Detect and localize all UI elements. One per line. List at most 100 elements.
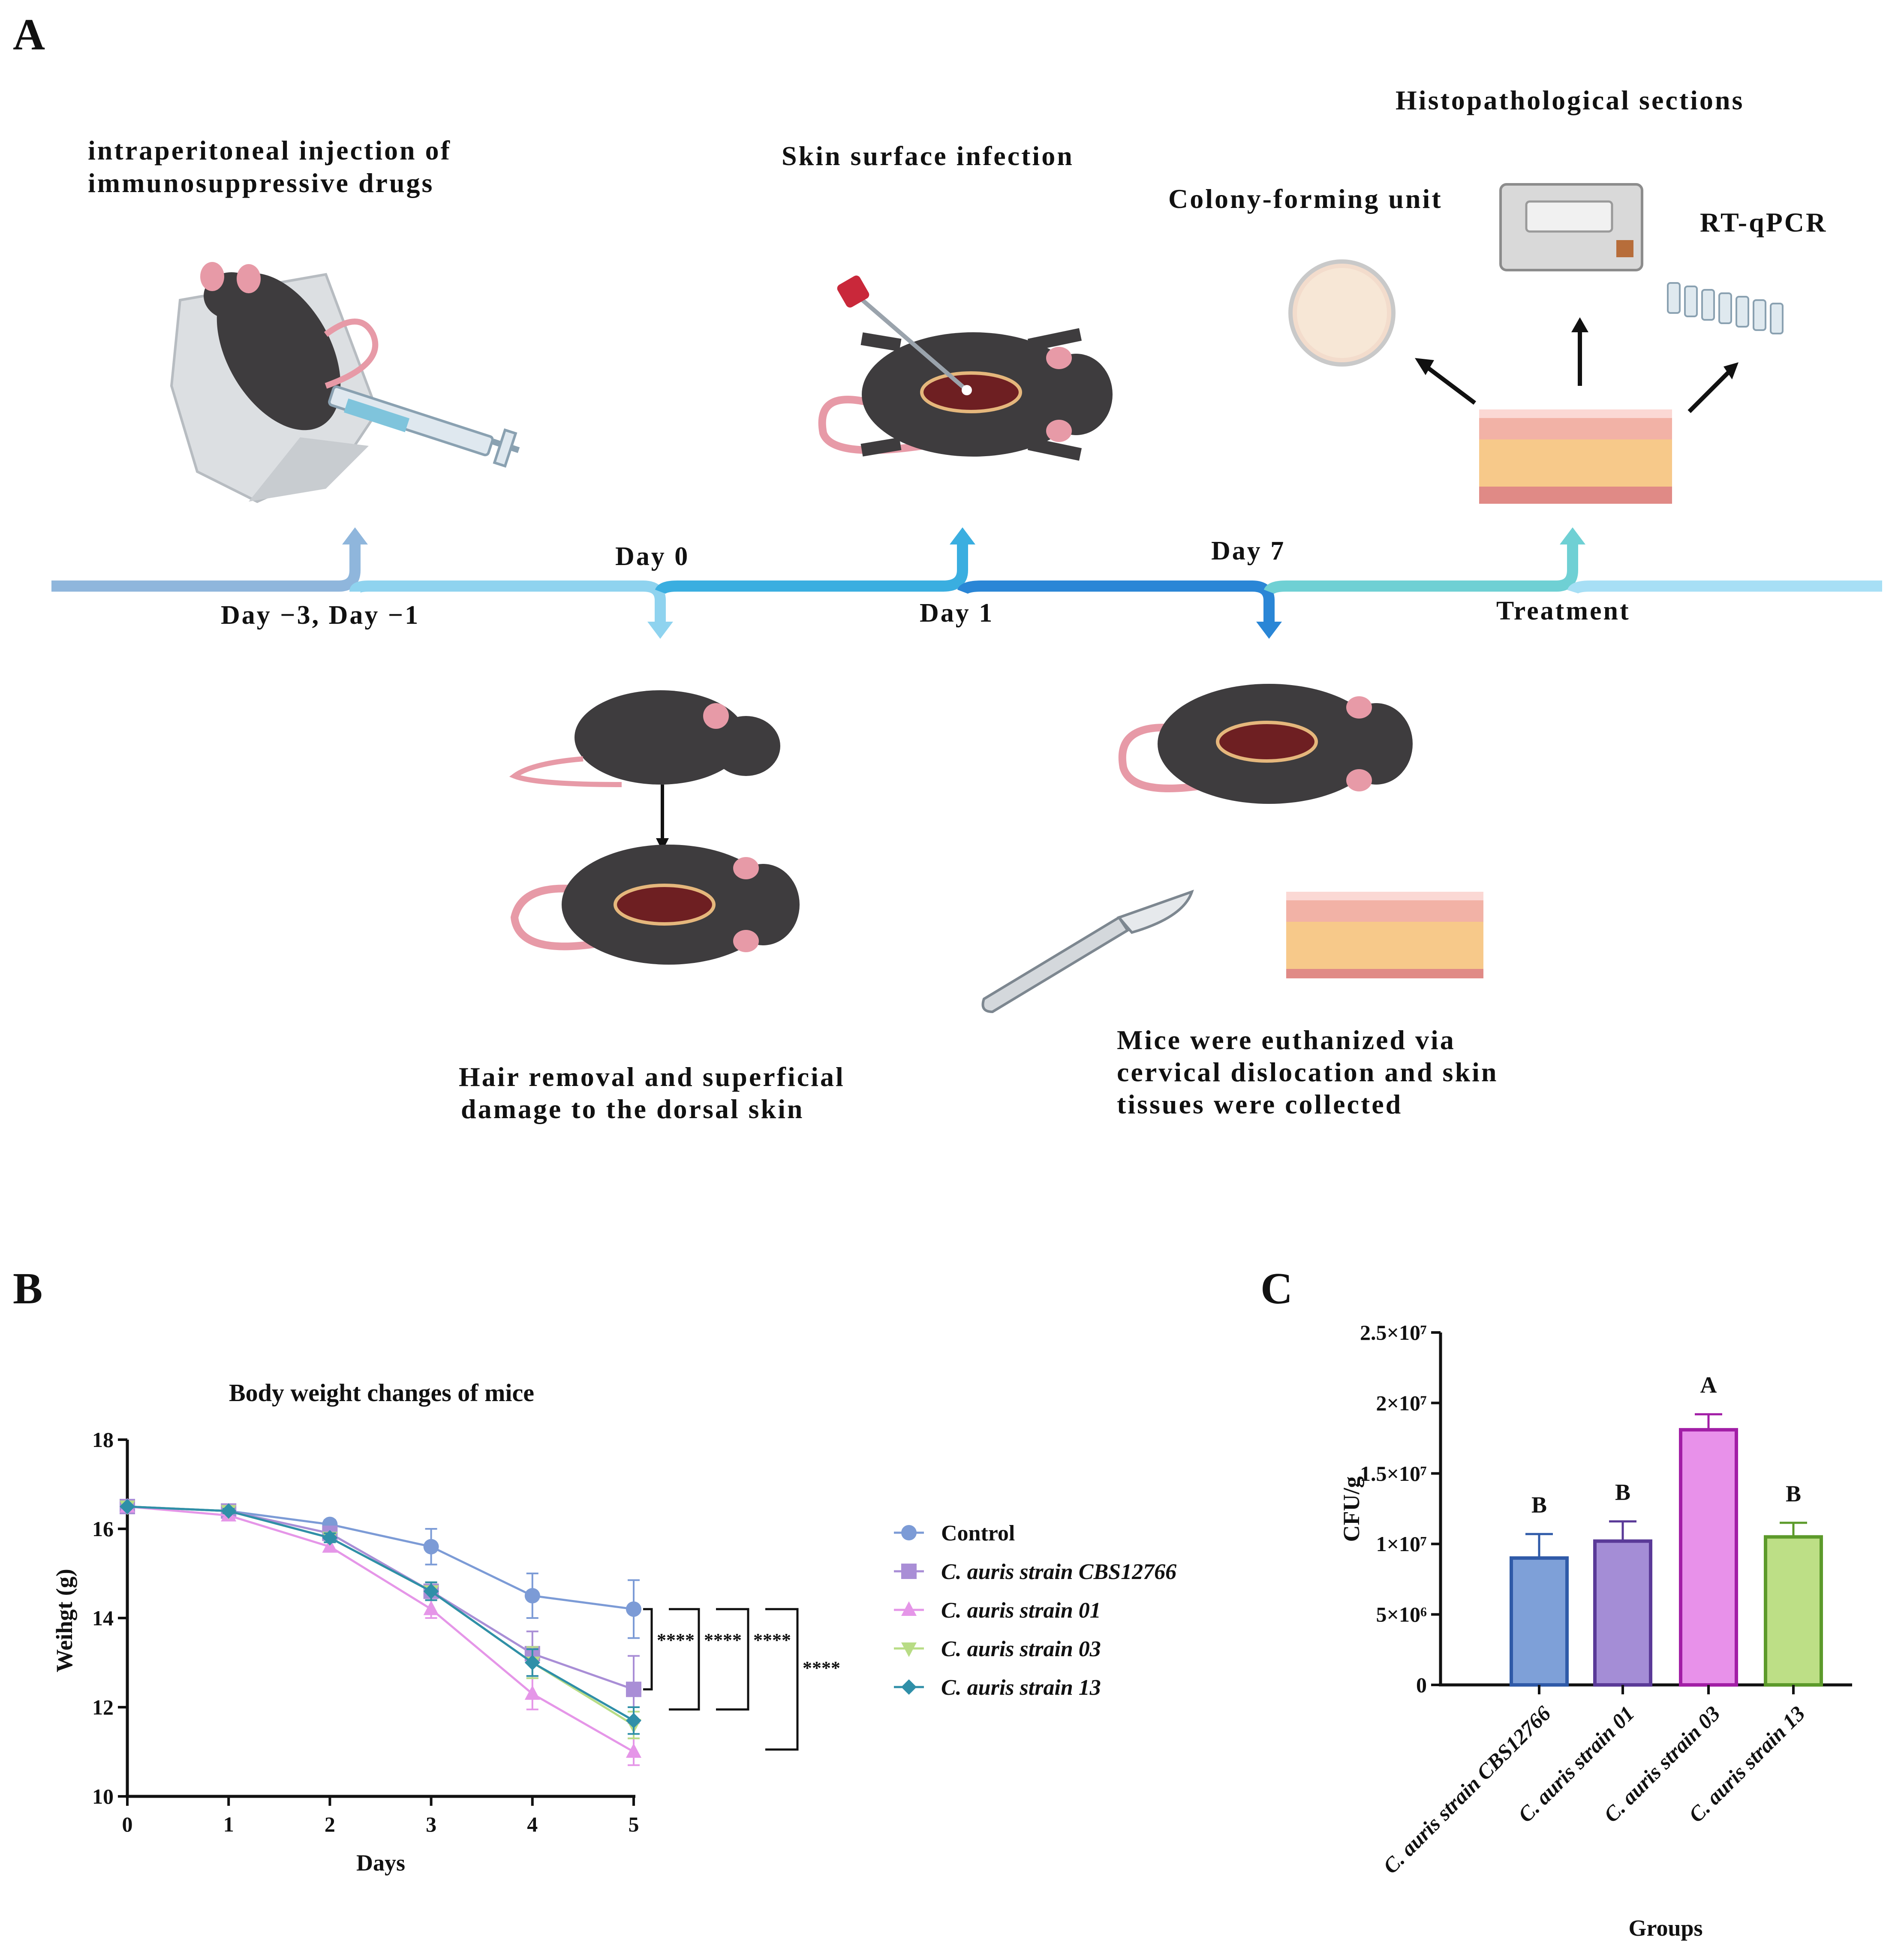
y-tick-label: 2×10⁷ [1376,1391,1427,1415]
chart-c-bars: B B A B [1510,1372,1823,1687]
legend-marker [901,1525,917,1540]
significance-label: **** [657,1630,695,1651]
chart-b-significance: **************** [643,1608,840,1751]
chart-c-ticks: 0 5×10⁶ 1×10⁷ 1.5×10⁷ 2×10⁷ 2.5×10⁷ [1360,1320,1441,1697]
legend-label: Control [941,1521,1015,1546]
significance-bracket [765,1608,799,1751]
y-tick-label: 1.5×10⁷ [1360,1462,1427,1486]
x-tick-label: 4 [527,1812,538,1836]
group-letter: A [1700,1372,1717,1398]
panel-c: C CFU/g Groups 0 5×10⁶ 1×10⁷ 1.5×10⁷ 2×10⁷ 2.… [1260,1264,1852,1941]
panel-c-label: C [1260,1264,1293,1313]
legend-label: C. auris strain 01 [941,1598,1101,1623]
panel-a-label: A [13,10,45,59]
y-tick-label: 18 [92,1428,114,1452]
caption-hair-line1: Hair removal and superficial [459,1062,845,1092]
significance-bracket [716,1608,749,1711]
euthanasia-illustration [981,684,1483,1014]
caption-skin-infection: Skin surface infection [782,141,1074,171]
x-tick-label: 1 [223,1812,234,1836]
series-line [127,1505,635,1753]
series-1 [120,1499,641,1724]
chart-b-legend: Control C. auris strain CBS12766 C. auris … [894,1521,1176,1700]
x-tick-label: 2 [325,1812,335,1836]
series-line [127,1505,634,1610]
x-tick-label: 0 [122,1812,133,1836]
caption-injection-line2: immunosuppressive drugs [88,168,434,198]
caption-rtqpcr: RT-qPCR [1700,207,1827,238]
legend-label: C. auris strain CBS12766 [941,1560,1176,1584]
data-point [524,1588,540,1603]
category-label: C. auris strain CBS12766 [1378,1701,1555,1878]
panel-b-label: B [13,1264,42,1313]
legend-marker [901,1642,917,1657]
legend-label: C. auris strain 03 [941,1637,1101,1661]
timeline [51,527,1882,639]
group-letter: B [1615,1480,1630,1505]
y-tick-label: 0 [1416,1673,1427,1697]
data-point [524,1685,540,1700]
data-point [524,1655,540,1670]
y-tick-label: 14 [92,1606,114,1630]
caption-cfu: Colony-forming unit [1168,183,1443,214]
timeline-day1: Day 1 [920,599,994,628]
bar [1510,1556,1569,1687]
chart-b-ylabel: Weihgt (g) [51,1569,77,1672]
legend-marker [901,1601,917,1616]
series-2 [120,1498,641,1766]
y-tick-label: 2.5×10⁷ [1360,1320,1427,1344]
y-tick-label: 5×10⁶ [1376,1603,1427,1627]
data-point [322,1530,338,1546]
x-tick-label: 3 [426,1812,436,1836]
data-point [221,1503,237,1519]
data-point [423,1583,439,1599]
y-tick-label: 1×10⁷ [1376,1532,1427,1556]
series-line [127,1505,635,1726]
caption-euthanasia-line2: cervical dislocation and skin [1117,1057,1498,1087]
injection-illustration [170,262,520,503]
chart-c-ylabel: CFU/g [1339,1477,1364,1542]
chart-b-xlabel: Days [356,1850,405,1876]
bar [1764,1535,1823,1687]
caption-hair-line2: damage to the dorsal skin [461,1094,804,1124]
timeline-day-minus: Day −3, Day −1 [221,601,420,630]
series-4 [120,1499,641,1735]
significance-bracket [643,1608,653,1690]
series-line [127,1505,635,1722]
series-0 [120,1499,641,1639]
series-line [127,1505,634,1690]
significance-label: **** [704,1630,742,1651]
timeline-day0: Day 0 [615,542,689,571]
legend-label: C. auris strain 13 [941,1675,1101,1700]
assay-illustration [1288,183,1784,504]
y-tick-label: 16 [92,1517,114,1541]
x-tick-label: 5 [629,1812,639,1836]
caption-euthanasia-line1: Mice were euthanized via [1117,1025,1456,1055]
chart-b-title: Body weight changes of mice [229,1379,534,1407]
data-point [423,1539,439,1555]
panel-b: B Body weight changes of mice Weihgt (g)… [13,1264,1176,1876]
timeline-day7: Day 7 [1211,536,1285,565]
group-letter: B [1786,1481,1801,1507]
panel-a: A intraperitoneal injection of immunosup… [13,10,1882,1124]
data-point [626,1681,641,1697]
caption-euthanasia-line3: tissues were collected [1117,1089,1402,1119]
chart-c-xlabel: Groups [1628,1915,1702,1941]
caption-injection-line1: intraperitoneal injection of [88,135,451,165]
legend-marker [901,1679,917,1695]
data-point [626,1601,641,1617]
bar [1679,1428,1738,1687]
data-point [626,1743,641,1758]
timeline-treatment: Treatment [1496,596,1630,626]
caption-histopathology: Histopathological sections [1396,85,1744,115]
y-tick-label: 12 [92,1695,114,1719]
group-letter: B [1531,1492,1547,1518]
legend-marker [901,1564,917,1579]
data-point [626,1713,641,1729]
data-point [120,1499,135,1514]
bar [1593,1539,1652,1687]
significance-bracket [669,1608,700,1711]
